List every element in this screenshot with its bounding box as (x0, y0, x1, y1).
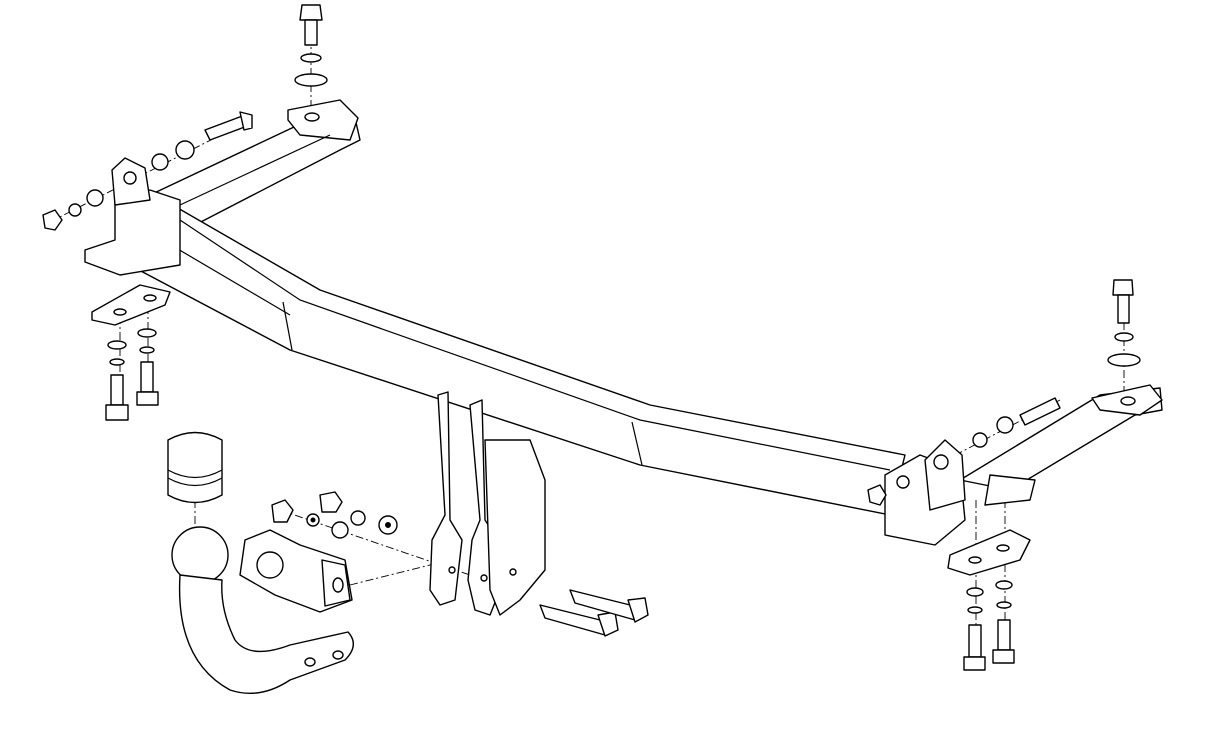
hitch-bolts (539, 589, 649, 637)
fastener-hardware (42, 4, 1141, 671)
electrical-socket-plate (239, 529, 353, 613)
hitch-mount-plates (429, 391, 546, 616)
main-crossbar (114, 191, 906, 516)
ball-hitch (167, 431, 354, 695)
left-mount-bracket (84, 157, 181, 326)
left-side-arm (149, 99, 361, 226)
right-side-arm (959, 384, 1163, 491)
